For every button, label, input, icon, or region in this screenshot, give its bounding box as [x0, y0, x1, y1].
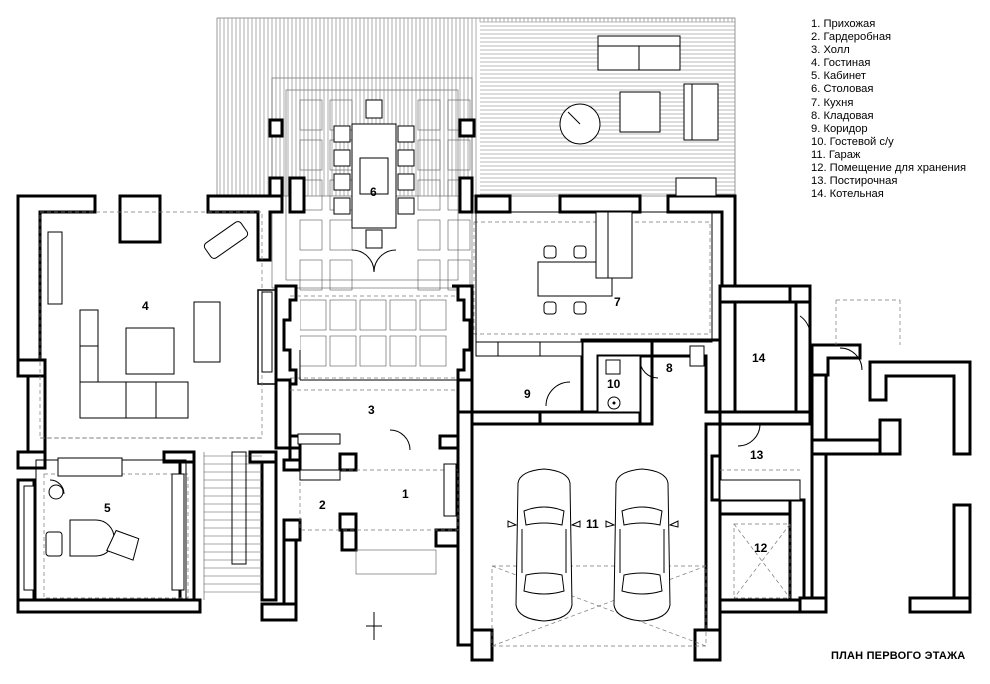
- room-number-4: 4: [142, 299, 149, 313]
- room-number-1: 1: [402, 487, 409, 501]
- legend-item: 7. Кухня: [811, 96, 854, 109]
- plan-title: ПЛАН ПЕРВОГО ЭТАЖА: [831, 650, 966, 662]
- room-number-2: 2: [319, 498, 326, 512]
- legend-item: 5. Кабинет: [811, 70, 866, 83]
- legend-item: 1. Прихожая: [811, 18, 876, 30]
- car-left: [507, 468, 581, 622]
- room-number-14: 14: [752, 351, 766, 365]
- room-number-7: 7: [614, 295, 621, 309]
- legend-item: 3. Холл: [811, 44, 850, 57]
- legend-item: 11. Гараж: [811, 148, 861, 161]
- room-number-13: 13: [750, 448, 764, 462]
- room-numbers: 1 2 3 4 5 6 7 8 9 10 11 12 13 14: [104, 185, 768, 555]
- car-right: [605, 468, 679, 622]
- room-number-6: 6: [370, 185, 377, 199]
- room-number-12: 12: [754, 541, 768, 555]
- walls: [16, 118, 972, 662]
- legend-item: 6. Столовая: [811, 83, 874, 96]
- room-number-8: 8: [666, 361, 673, 375]
- legend-item: 10. Гостевой с/у: [811, 135, 894, 148]
- legend-item: 14. Котельная: [811, 188, 884, 201]
- room-number-10: 10: [607, 377, 621, 391]
- legend-item: 4. Гостиная: [811, 57, 871, 70]
- interior-lines: [35, 211, 901, 647]
- room-number-5: 5: [104, 501, 111, 515]
- furniture: [23, 35, 801, 640]
- legend-item: 9. Коридор: [811, 122, 868, 135]
- room-number-3: 3: [368, 403, 375, 417]
- legend-item: 8. Кладовая: [811, 109, 874, 122]
- legend-item: 12. Помещение для хранения: [811, 162, 967, 175]
- room-number-11: 11: [586, 517, 599, 531]
- legend-item: 13. Постирочная: [811, 175, 898, 188]
- room-number-9: 9: [524, 387, 531, 401]
- legend-item: 2. Гардеробная: [811, 31, 892, 44]
